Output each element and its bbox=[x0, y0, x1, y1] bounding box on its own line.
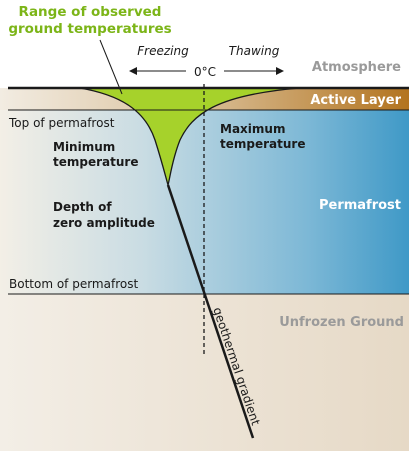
unfrozen-ground-band bbox=[0, 294, 409, 451]
maximum-temperature-label-1: Maximum bbox=[220, 122, 285, 136]
permafrost-label: Permafrost bbox=[319, 198, 401, 213]
active-layer-label: Active Layer bbox=[310, 93, 401, 108]
temperature-envelope bbox=[79, 87, 301, 188]
atmosphere-label: Atmosphere bbox=[312, 60, 401, 75]
title-pointer-line bbox=[99, 39, 123, 95]
thawing-label: Thawing bbox=[229, 44, 280, 58]
zero-degree-label: 0°C bbox=[194, 65, 216, 79]
diagram-title-line2: ground temperatures bbox=[8, 21, 171, 37]
unfrozen-ground-label: Unfrozen Ground bbox=[279, 315, 404, 330]
freezing-label: Freezing bbox=[137, 44, 189, 58]
minimum-temperature-label-2: temperature bbox=[53, 155, 138, 169]
maximum-temperature-label-2: temperature bbox=[220, 137, 305, 151]
top-of-permafrost-label: Top of permafrost bbox=[8, 116, 115, 130]
minimum-temperature-label-1: Minimum bbox=[53, 140, 115, 154]
bottom-of-permafrost-label: Bottom of permafrost bbox=[9, 277, 138, 291]
diagram-title-line1: Range of observed bbox=[19, 4, 162, 20]
geothermal-gradient-line bbox=[166, 184, 255, 439]
depth-zero-amplitude-label-1: Depth of bbox=[53, 200, 112, 214]
depth-zero-amplitude-label-2: zero amplitude bbox=[53, 216, 155, 230]
